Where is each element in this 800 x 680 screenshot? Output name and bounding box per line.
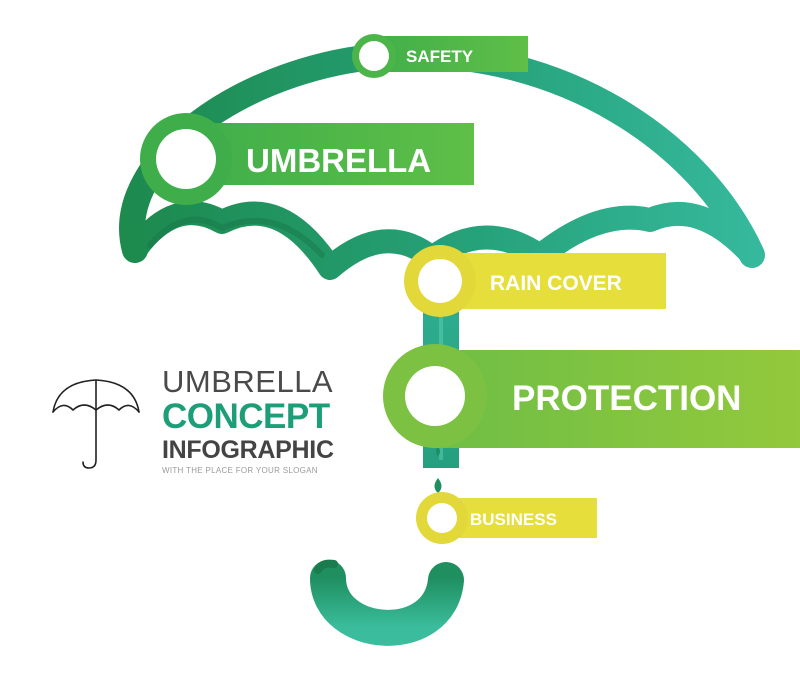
umbrella-handle [310, 560, 464, 646]
title-line-umbrella: UMBRELLA [162, 364, 334, 399]
title-block: UMBRELLA CONCEPT INFOGRAPHIC WITH THE PL… [162, 365, 392, 477]
label-rain-cover-text: RAIN COVER [490, 272, 622, 295]
raindrop-icon [434, 478, 442, 493]
label-protection: PROTECTION [383, 344, 800, 448]
umbrella-handle-shade [314, 559, 338, 574]
label-umbrella: UMBRELLA [140, 113, 474, 205]
title-line-infographic: INFOGRAPHIC [162, 436, 334, 464]
label-business-text: BUSINESS [470, 510, 557, 529]
label-protection-text: PROTECTION [512, 379, 741, 418]
label-umbrella-text: UMBRELLA [246, 142, 431, 179]
label-safety: SAFETY [352, 34, 528, 78]
title-line-concept: CONCEPT [162, 397, 330, 436]
label-safety-text: SAFETY [406, 47, 474, 66]
label-rain-cover: RAIN COVER [404, 245, 666, 317]
umbrella-canopy-shade [147, 216, 325, 258]
raindrop-icon [436, 446, 440, 456]
label-business: BUSINESS [416, 492, 597, 544]
slogan-text: WITH THE PLACE FOR YOUR SLOGAN [162, 466, 318, 475]
umbrella-outline-icon [52, 379, 140, 469]
